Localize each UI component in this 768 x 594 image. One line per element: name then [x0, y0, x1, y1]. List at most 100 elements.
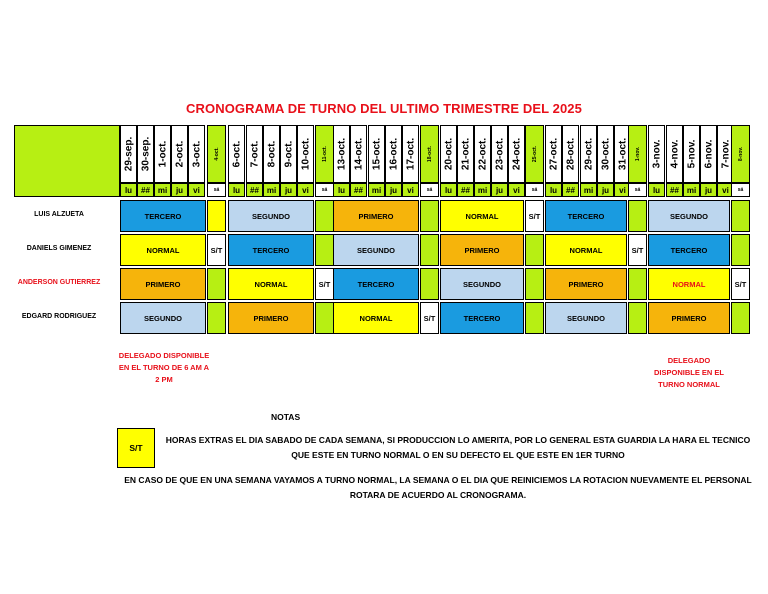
overtime-note: HORAS EXTRAS EL DIA SABADO DE CADA SEMAN… [165, 435, 751, 460]
day-label: ju [171, 183, 188, 197]
saturday-cell [315, 302, 334, 334]
saturday-header: 18-oct. [420, 125, 439, 183]
shift-block: SEGUNDO [545, 302, 627, 334]
rotation-note: EN CASO DE QUE EN UNA SEMANA VAYAMOS A T… [124, 475, 752, 500]
saturday-cell [525, 302, 544, 334]
date-header: 6-nov. [700, 125, 717, 183]
date-label: 31-oct. [617, 137, 628, 171]
shift-block: TERCERO [228, 234, 314, 266]
day-label: lu [228, 183, 245, 197]
date-header: 17-oct. [402, 125, 419, 183]
date-header: 30-oct. [597, 125, 614, 183]
saturday-cell [207, 268, 226, 300]
saturday-cell [207, 302, 226, 334]
saturday-cell [628, 302, 647, 334]
day-label: ## [562, 183, 579, 197]
delegate-note-left: DELEGADO DISPONIBLE EN EL TURNO DE 6 AM … [118, 351, 210, 384]
date-label: 30-oct. [600, 137, 611, 171]
day-label: vi [508, 183, 525, 197]
saturday-header: 11-oct. [315, 125, 334, 183]
saturday-cell [628, 268, 647, 300]
saturday-day-label: sá [207, 183, 226, 197]
date-header: 7-oct. [246, 125, 263, 183]
employee-name: LUIS ALZUETA [34, 211, 84, 218]
st-cell: S/T [628, 234, 647, 266]
employee-name: ANDERSON GUTIERREZ [17, 279, 101, 286]
date-label: 14-oct. [353, 137, 364, 171]
date-label: 29-oct. [583, 137, 594, 171]
date-header: 1-oct. [154, 125, 171, 183]
saturday-date: 1-nov. [634, 146, 641, 162]
day-label: mi [154, 183, 171, 197]
saturday-cell [731, 234, 750, 266]
date-header: 28-oct. [562, 125, 579, 183]
saturday-cell [420, 200, 439, 232]
st-legend-label: S/T [129, 443, 143, 453]
saturday-cell [420, 234, 439, 266]
saturday-day-label: sá [315, 183, 334, 197]
saturday-cell [315, 234, 334, 266]
shift-block: NORMAL [333, 302, 419, 334]
saturday-cell [731, 200, 750, 232]
date-header: 6-oct. [228, 125, 245, 183]
shift-block: SEGUNDO [120, 302, 206, 334]
shift-block: PRIMERO [333, 200, 419, 232]
date-label: 6-oct. [231, 140, 242, 168]
day-label: ## [457, 183, 474, 197]
date-label: 20-oct. [443, 137, 454, 171]
saturday-day-label: sá [420, 183, 439, 197]
date-label: 29-sep. [123, 136, 134, 172]
date-header: 16-oct. [385, 125, 402, 183]
saturday-date: 11-oct. [321, 146, 328, 162]
date-label: 7-oct. [249, 140, 260, 168]
date-label: 10-oct. [300, 137, 311, 171]
shift-block: TERCERO [440, 302, 524, 334]
saturday-header: 25-oct. [525, 125, 544, 183]
date-header: 29-oct. [580, 125, 597, 183]
date-label: 4-nov. [669, 139, 680, 169]
date-label: 9-oct. [283, 140, 294, 168]
shift-block: NORMAL [440, 200, 524, 232]
date-header: 29-sep. [120, 125, 137, 183]
date-label: 23-oct. [494, 137, 505, 171]
day-label: ## [137, 183, 154, 197]
saturday-date: 18-oct. [426, 145, 433, 163]
date-header: 4-nov. [666, 125, 683, 183]
shift-block: PRIMERO [648, 302, 730, 334]
date-header: 14-oct. [350, 125, 367, 183]
day-label: mi [580, 183, 597, 197]
saturday-date: 25-oct. [531, 145, 538, 163]
day-label: vi [402, 183, 419, 197]
shift-block: SEGUNDO [333, 234, 419, 266]
day-label: lu [545, 183, 562, 197]
shift-block: PRIMERO [440, 234, 524, 266]
shift-block: SEGUNDO [648, 200, 730, 232]
date-header: 5-nov. [683, 125, 700, 183]
st-cell: S/T [315, 268, 334, 300]
shift-block: NORMAL [545, 234, 627, 266]
saturday-date: 8-nov. [737, 146, 744, 162]
saturday-cell [628, 200, 647, 232]
date-header: 27-oct. [545, 125, 562, 183]
date-header: 21-oct. [457, 125, 474, 183]
shift-block: TERCERO [545, 200, 627, 232]
day-label: mi [683, 183, 700, 197]
day-label: ## [246, 183, 263, 197]
date-label: 5-nov. [686, 139, 697, 169]
date-label: 13-oct. [336, 137, 347, 171]
date-label: 28-oct. [565, 137, 576, 171]
date-label: 22-oct. [477, 137, 488, 171]
day-label: ju [597, 183, 614, 197]
saturday-cell [207, 200, 226, 232]
day-label: ju [385, 183, 402, 197]
date-header: 24-oct. [508, 125, 525, 183]
date-label: 2-oct. [174, 140, 185, 168]
date-label: 24-oct. [511, 137, 522, 171]
saturday-date: 4-oct. [213, 147, 220, 161]
employee-name: EDGARD RODRIGUEZ [21, 313, 97, 320]
day-label: ju [700, 183, 717, 197]
shift-block: NORMAL [120, 234, 206, 266]
date-label: 21-oct. [460, 137, 471, 171]
date-label: 27-oct. [548, 137, 559, 171]
shift-block: PRIMERO [120, 268, 206, 300]
